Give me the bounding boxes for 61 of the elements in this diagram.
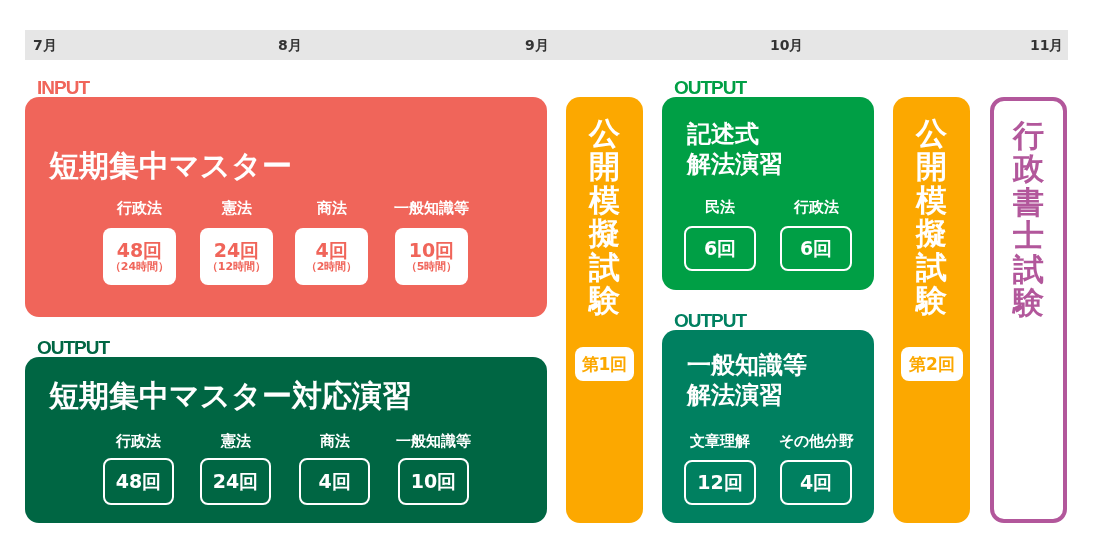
subject-label: その他分野 [777,434,855,449]
count-text: 4回 [315,240,348,261]
section-label: OUTPUT [37,338,110,357]
exam-box [990,97,1067,523]
vertical-title: 行政書士試験 [1013,119,1044,320]
count-text: 24回 [212,471,259,492]
hours-text: （12時間） [206,260,267,273]
count-text: 4回 [799,472,833,493]
mock-exam-band [566,97,643,523]
count-box [395,228,468,285]
count-text: 48回 [115,471,162,492]
subject-label: 憲法 [219,434,252,449]
mock-exam-band [893,97,970,523]
vertical-title: 公開模擬試験 [916,117,947,318]
hours-text: （24時間） [109,260,170,273]
count-box [200,228,273,285]
count-box [299,458,370,505]
subject-label: 行政法 [115,434,162,449]
subject-label: 一般知識等 [395,434,472,449]
count-box [103,228,176,285]
hours-text: （5時間） [405,260,458,273]
subject-label: 商法 [318,434,351,449]
round-badge: 第2回 [901,347,963,381]
subject-label: 文章理解 [689,434,751,449]
subject-label: 憲法 [220,201,253,216]
count-box [780,226,852,271]
count-box [295,228,368,285]
month-label: 11月 [1030,37,1064,55]
count-box [398,458,469,505]
round-badge: 第1回 [575,347,634,381]
hours-text: （2時間） [305,260,358,273]
count-text: 48回 [116,240,163,261]
count-text: 6回 [799,238,833,259]
count-box [684,226,756,271]
subject-label: 行政法 [116,201,163,216]
count-box [103,458,174,505]
month-label: 9月 [525,37,549,55]
count-box [780,460,852,505]
month-label: 10月 [770,37,804,55]
subject-label: 一般知識等 [393,201,470,216]
count-box [200,458,271,505]
panel-heading: 記述式解法演習 [687,119,783,179]
count-text: 12回 [697,472,743,493]
count-text: 10回 [410,471,457,492]
count-text: 24回 [213,240,260,261]
count-box [684,460,756,505]
panel-heading: 短期集中マスター対応演習 [49,377,412,415]
count-text: 10回 [408,240,455,261]
count-text: 4回 [318,471,351,492]
month-label: 8月 [278,37,302,55]
panel-heading: 短期集中マスター [49,147,292,185]
section-label: OUTPUT [674,311,747,330]
month-label: 7月 [33,37,57,55]
section-label: OUTPUT [674,78,747,97]
subject-label: 民法 [704,200,736,215]
panel-heading: 一般知識等解法演習 [687,350,807,410]
section-label: INPUT [37,78,89,97]
vertical-title: 公開模擬試験 [589,117,620,318]
count-text: 6回 [703,238,737,259]
subject-label: 行政法 [792,200,840,215]
subject-label: 商法 [315,201,348,216]
